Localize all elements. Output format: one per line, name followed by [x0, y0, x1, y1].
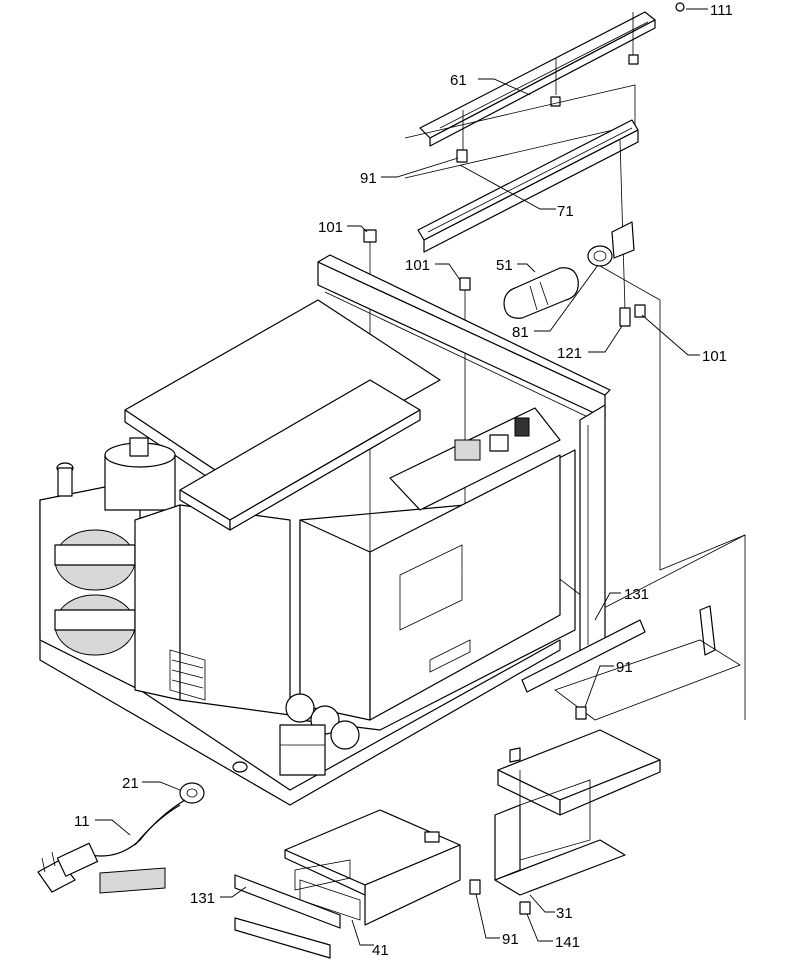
label-141: 141: [555, 934, 580, 951]
screw-icon-61a: [550, 96, 561, 107]
label-81: 81: [512, 324, 529, 341]
screw-icon-61b: [628, 54, 639, 65]
bracket-part-31: [494, 779, 626, 896]
label-31: 31: [556, 905, 573, 922]
label-41: 41: [372, 942, 389, 959]
label-131-right: 131: [624, 586, 649, 603]
label-51: 51: [496, 257, 513, 274]
label-101-a: 101: [318, 219, 343, 236]
label-61: 61: [450, 72, 467, 89]
rail-part-61: [419, 11, 656, 150]
power-cord-part-11: [37, 799, 186, 894]
label-101-b: 101: [405, 257, 430, 274]
label-71: 71: [557, 203, 574, 220]
bracket-part-main-bottom: [497, 729, 661, 820]
screw-icon-101-right: [634, 304, 646, 318]
ferrite-part-21: [179, 782, 205, 804]
rail-part-71: [417, 119, 639, 311]
label-111: 111: [710, 2, 733, 19]
label-11: 11: [74, 813, 90, 830]
label-21: 21: [122, 775, 139, 792]
bracket-part-41: [284, 809, 461, 926]
label-101-c: 101: [702, 348, 727, 365]
screw-icon-101-a: [363, 229, 377, 243]
handle-part-51: [503, 267, 579, 319]
screw-icon-141: [519, 901, 531, 915]
label-91-bottom: 91: [502, 931, 519, 948]
label-121: 121: [557, 345, 582, 362]
label-91-top: 91: [360, 170, 377, 187]
screw-icon-91-mid: [575, 706, 587, 720]
screw-icon-91-bottom: [469, 879, 481, 895]
bushing-part-81: [587, 245, 613, 267]
screw-icon-121: [619, 307, 631, 327]
screw-icon-111: [675, 2, 685, 12]
screw-icon-101-b: [459, 277, 471, 291]
plate-part-131-left: [234, 859, 351, 959]
cabinet-body: [39, 254, 611, 806]
leader-lines: [95, 8, 708, 946]
label-131-left: 131: [190, 890, 215, 907]
screw-icon-91-top: [456, 149, 468, 163]
label-91-mid: 91: [616, 659, 633, 676]
